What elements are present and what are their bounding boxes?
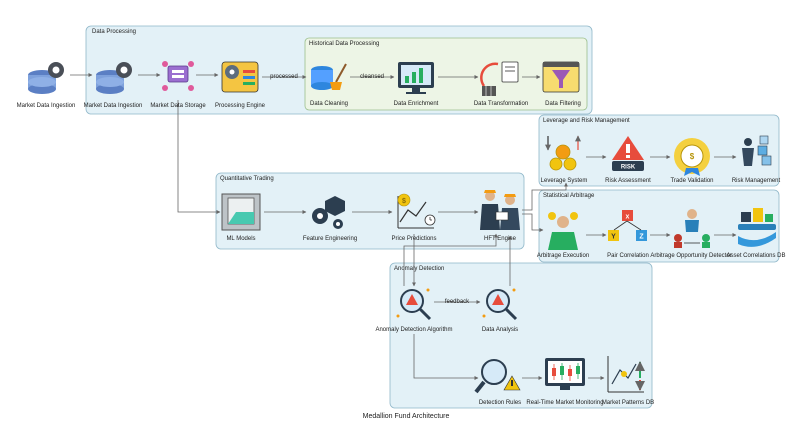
node-label: Data Filtering (545, 101, 581, 107)
database-gear-icon (28, 62, 64, 94)
svg-text:x: x (626, 214, 630, 221)
node-risk-assessment[interactable]: RISK Risk Assessment (605, 136, 651, 184)
node-label: HFT Engine (484, 236, 517, 242)
node-label: Market Patterns DB (602, 400, 654, 406)
processing-gear-icon (221, 61, 259, 93)
node-asset-correlations-db[interactable]: Asset Correlations DB (726, 208, 786, 259)
edge-label-cleansed: cleansed (360, 74, 384, 80)
node-market-patterns-db[interactable]: Market Patterns DB (602, 356, 654, 406)
database-broom-icon (311, 63, 347, 90)
node-label: Risk Assessment (605, 178, 651, 184)
network-storage-icon (162, 61, 194, 91)
node-market-data-storage[interactable]: Market Data Storage (150, 61, 206, 109)
node-label: Anomaly Detection Algorithm (375, 327, 452, 333)
node-data-enrichment[interactable]: Data Enrichment (394, 62, 439, 107)
leverage-coins-icon (545, 135, 581, 171)
node-label: Data Analysis (482, 327, 518, 333)
node-market-data-ingestion-source[interactable]: Market Data Ingestion (17, 62, 76, 109)
magnifier-warning-icon (482, 288, 518, 321)
node-label: Processing Engine (215, 103, 266, 109)
node-anomaly-detection-algorithm[interactable]: Anomaly Detection Algorithm (375, 288, 453, 334)
svg-text:Y: Y (611, 234, 616, 241)
xyz-correlation-icon: x Y Z (608, 210, 647, 241)
node-data-cleaning[interactable]: Data Cleaning (310, 63, 348, 107)
node-real-time-market-monitoring[interactable]: Real-Time Market Monitoring (526, 358, 604, 406)
node-data-transformation[interactable]: Data Transformation (474, 61, 528, 107)
node-hft-engine[interactable]: HFT Engine (480, 190, 520, 242)
traders-icon (480, 190, 520, 230)
node-ml-models[interactable]: ML Models (221, 193, 261, 242)
node-arbitrage-opportunity-detector[interactable]: Arbitrage Opportunity Detector (650, 209, 732, 259)
node-price-predictions[interactable]: $ Price Predictions (391, 193, 437, 242)
group-leverage-risk: Leverage and Risk Management (538, 114, 780, 187)
group-label: Data Processing (92, 29, 136, 35)
magnifier-alert-icon (474, 359, 521, 394)
edge-label-processed: processed (270, 74, 298, 80)
node-label: Leverage System (541, 178, 588, 184)
edges: processed cleansed feedback (70, 73, 737, 380)
person-boxes-icon (742, 135, 772, 166)
node-label: Real-Time Market Monitoring (526, 400, 603, 406)
node-label: Arbitrage Execution (537, 253, 589, 259)
validation-medal-icon: $ (674, 138, 710, 176)
node-label: Market Data Ingestion (84, 103, 143, 109)
database-gear-icon (96, 62, 132, 94)
node-label: Asset Correlations DB (726, 253, 785, 259)
group-label: Quantitative Trading (220, 176, 274, 182)
risk-warning-icon: RISK (612, 136, 644, 171)
node-trade-validation[interactable]: $ Trade Validation (670, 138, 714, 184)
node-label: Feature Engineering (303, 236, 357, 242)
people-exchange-icon (674, 209, 710, 248)
node-market-data-ingestion[interactable]: Market Data Ingestion (84, 62, 143, 109)
ml-model-box-icon (221, 193, 261, 231)
node-processing-engine[interactable]: Processing Engine (215, 61, 266, 109)
node-label: Market Data Ingestion (17, 103, 76, 109)
trend-chart-icon (607, 356, 645, 393)
group-quantitative-trading: Quantitative Trading (215, 172, 525, 250)
magnifier-warning-icon (396, 288, 432, 321)
candlestick-monitor-icon (545, 358, 585, 390)
node-data-analysis[interactable]: Data Analysis (482, 288, 518, 334)
group-statistical-arbitrage: Statistical Arbitrage (538, 189, 780, 263)
node-arbitrage-execution[interactable]: Arbitrage Execution (537, 212, 589, 259)
businessman-icon (548, 212, 578, 250)
group-label: Anomaly Detection (394, 266, 444, 272)
node-label: Market Data Storage (150, 103, 206, 109)
node-detection-rules[interactable]: Detection Rules (474, 359, 521, 406)
node-data-filtering[interactable]: Data Filtering (542, 61, 581, 107)
node-label: Data Enrichment (394, 101, 439, 107)
node-label: Data Cleaning (310, 101, 348, 107)
svg-text:$: $ (402, 198, 406, 205)
filter-funnel-icon (542, 61, 580, 93)
node-risk-management[interactable]: Risk Management (732, 135, 781, 184)
node-pair-correlation[interactable]: x Y Z Pair Correlation (607, 210, 649, 259)
node-label: Detection Rules (479, 400, 521, 406)
node-label: Arbitrage Opportunity Detector (650, 253, 731, 259)
node-label: Trade Validation (670, 178, 713, 184)
transformation-icon (480, 61, 519, 96)
gear-cube-icon (312, 196, 345, 229)
node-feature-engineering[interactable]: Feature Engineering (303, 196, 357, 242)
group-label: Leverage and Risk Management (543, 118, 630, 124)
hand-money-icon (738, 208, 776, 247)
node-label: ML Models (226, 236, 255, 242)
node-label: Pair Correlation (607, 253, 649, 259)
node-label: Data Transformation (474, 101, 528, 107)
risk-badge-text: RISK (621, 165, 636, 171)
node-label: Price Predictions (391, 236, 436, 242)
node-label: Risk Management (732, 178, 781, 184)
group-historical-data-processing: Historical Data Processing (304, 37, 588, 111)
diagram-caption: Medallion Fund Architecture (363, 413, 450, 420)
svg-text:$: $ (690, 152, 695, 161)
monitor-chart-icon (398, 62, 434, 94)
svg-text:Z: Z (639, 234, 644, 241)
group-label: Statistical Arbitrage (543, 193, 595, 199)
node-leverage-system[interactable]: Leverage System (541, 135, 588, 184)
edge-label-feedback: feedback (445, 299, 470, 305)
group-anomaly-detection: Anomaly Detection (389, 262, 653, 409)
price-chart-clock-icon: $ (397, 193, 436, 229)
group-label: Historical Data Processing (309, 41, 379, 47)
